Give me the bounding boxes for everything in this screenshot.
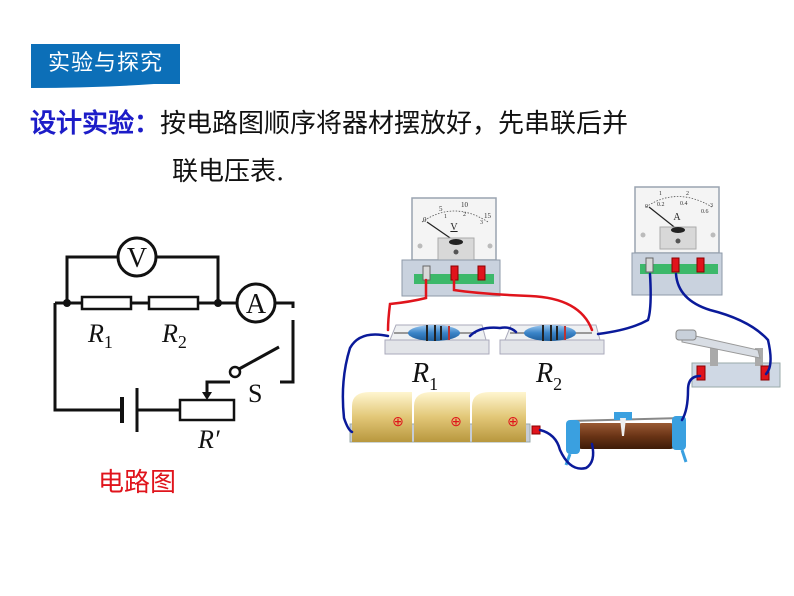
switch-device [675, 329, 781, 388]
resistor-r2-device [499, 324, 605, 355]
design-label: 设计实验： [30, 109, 161, 139]
rheostat-device [564, 412, 688, 466]
svg-text:1: 1 [444, 214, 447, 220]
switch-label: S [248, 379, 262, 408]
wire-blue-4 [674, 272, 772, 376]
rheostat-symbol [178, 398, 236, 422]
schematic-caption: 电路图 [98, 468, 177, 498]
junction-right [214, 299, 222, 307]
wire-red-2 [452, 278, 594, 332]
wire-red-1 [386, 278, 428, 332]
switch-symbol [228, 345, 280, 379]
resistor-r1-device [384, 324, 490, 355]
section-badge: 实验与探究 [31, 44, 180, 84]
battery-plus-icon: ⊕ [450, 415, 462, 430]
resistor-r2 [147, 295, 200, 311]
svg-text:3: 3 [480, 220, 483, 226]
wire-blue-1 [341, 333, 390, 434]
voltmeter-letter: V [127, 243, 147, 274]
resistor-r1 [80, 295, 133, 311]
wire-blue-6 [538, 428, 595, 470]
slider-arrow-icon [202, 392, 212, 400]
voltmeter-symbol: V [116, 236, 158, 278]
wire-blue-2 [468, 326, 518, 338]
svg-text:0: 0 [423, 216, 427, 224]
wire-blue-3 [596, 272, 652, 336]
battery-plus-icon: ⊕ [507, 415, 519, 430]
svg-text:1: 1 [659, 191, 662, 197]
svg-text:2: 2 [463, 212, 466, 218]
r2-device-label: R2 [535, 358, 562, 394]
svg-text:10: 10 [461, 201, 469, 209]
svg-text:3: 3 [710, 203, 713, 209]
battery-plus-icon: ⊕ [392, 415, 404, 430]
svg-text:5: 5 [439, 205, 443, 213]
r2-label: R2 [161, 319, 187, 352]
r1-label: R1 [87, 319, 113, 352]
wire-blue-5 [680, 374, 702, 422]
svg-text:0: 0 [645, 204, 648, 210]
rheostat-label: R′ [197, 425, 220, 454]
battery-symbol [120, 388, 139, 432]
junction-left [63, 299, 71, 307]
design-text-1: 按电路图顺序将器材摆放好，先串联后并 [160, 109, 629, 139]
instruction-line-2: 联电压表. [172, 157, 285, 187]
battery-pack: ⊕ ⊕ ⊕ [349, 392, 541, 443]
ammeter-symbol: A [235, 282, 277, 324]
svg-text:2: 2 [686, 191, 689, 197]
svg-text:15: 15 [484, 212, 492, 220]
section-badge-label: 实验与探究 [47, 51, 163, 76]
voltmeter-unit: V [450, 222, 458, 233]
circuit-schematic: V A R1 R2 S R′ [53, 236, 295, 454]
ammeter-letter: A [246, 289, 267, 320]
svg-text:0.2: 0.2 [657, 202, 665, 208]
svg-text:0.4: 0.4 [680, 201, 688, 207]
r1-device-label: R1 [411, 358, 438, 394]
physical-circuit: 0 5 10 15 1 2 3 V 0 1 2 3 0.2 0.4 0.6 A [341, 186, 781, 470]
instruction-line-1: 设计实验：按电路图顺序将器材摆放好，先串联后并 [30, 106, 628, 142]
badge-underline [31, 80, 180, 88]
ammeter-unit: A [673, 212, 681, 223]
svg-text:0.6: 0.6 [701, 209, 709, 215]
voltmeter-device: 0 5 10 15 1 2 3 V [401, 197, 501, 297]
